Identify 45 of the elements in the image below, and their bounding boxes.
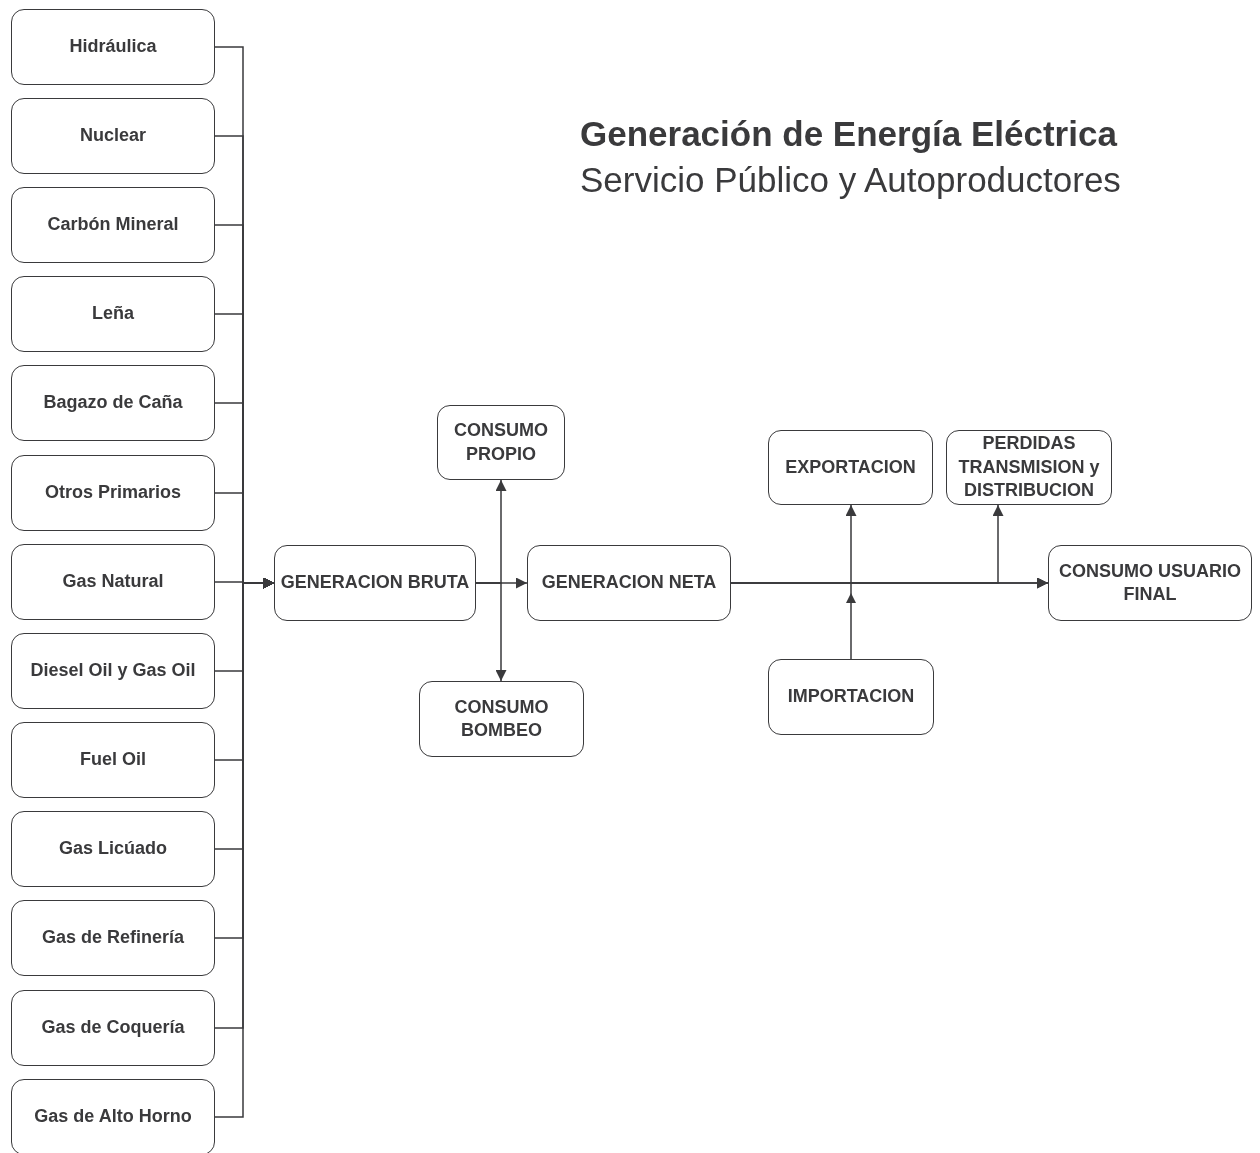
node-label: Gas Licúado (59, 837, 167, 861)
node-label: Fuel Oil (80, 748, 146, 772)
arrow (475, 582, 507, 682)
subtitle: Servicio Público y Autoproductores (580, 160, 1121, 200)
node-label: CONSUMO PROPIO (453, 419, 549, 466)
process-box (437, 405, 565, 480)
source-box (11, 98, 215, 174)
node-label: Gas Natural (62, 570, 164, 594)
source-box (11, 1079, 215, 1153)
node-label: Hidráulica (69, 35, 157, 59)
node-label: Gas de Alto Horno (34, 1105, 192, 1129)
node-label: IMPORTACION (787, 685, 915, 709)
node-label: GENERACION BRUTA (280, 571, 470, 595)
source-box (11, 722, 215, 798)
node-label: Carbón Mineral (47, 213, 179, 237)
source-box (11, 9, 215, 85)
process-box (1048, 545, 1252, 621)
source-box (11, 811, 215, 887)
node-label: Nuclear (79, 124, 146, 148)
source-box (11, 990, 215, 1066)
diagram-title: Generación de Energía Eléctrica (580, 114, 1117, 154)
node-label: CONSUMO BOMBEO (453, 695, 550, 742)
node-label: Gas de Refinería (41, 926, 185, 950)
source-box (11, 276, 215, 352)
node-label: Leña (92, 302, 134, 326)
node-label: Gas de Coquería (41, 1016, 185, 1040)
node-label: GENERACION NETA (541, 571, 717, 595)
process-box (419, 681, 584, 757)
process-box (946, 430, 1112, 505)
process-box (768, 430, 933, 505)
source-box (11, 900, 215, 976)
source-box (11, 187, 215, 263)
node-label: CONSUMO USUARIO FINAL (1058, 559, 1242, 606)
source-box (11, 633, 215, 709)
source-box (11, 544, 215, 620)
process-box (527, 545, 731, 621)
node-label: Bagazo de Caña (43, 391, 183, 415)
process-box (274, 545, 476, 621)
node-label: PERDIDAS TRANSMISION y DISTRIBUCION (957, 432, 1101, 503)
source-box (11, 455, 215, 531)
node-label: Diesel Oil y Gas Oil (30, 659, 196, 683)
node-label: EXPORTACION (785, 455, 916, 479)
source-box (11, 365, 215, 441)
process-box (768, 659, 934, 735)
node-label: Otros Primarios (44, 481, 181, 505)
